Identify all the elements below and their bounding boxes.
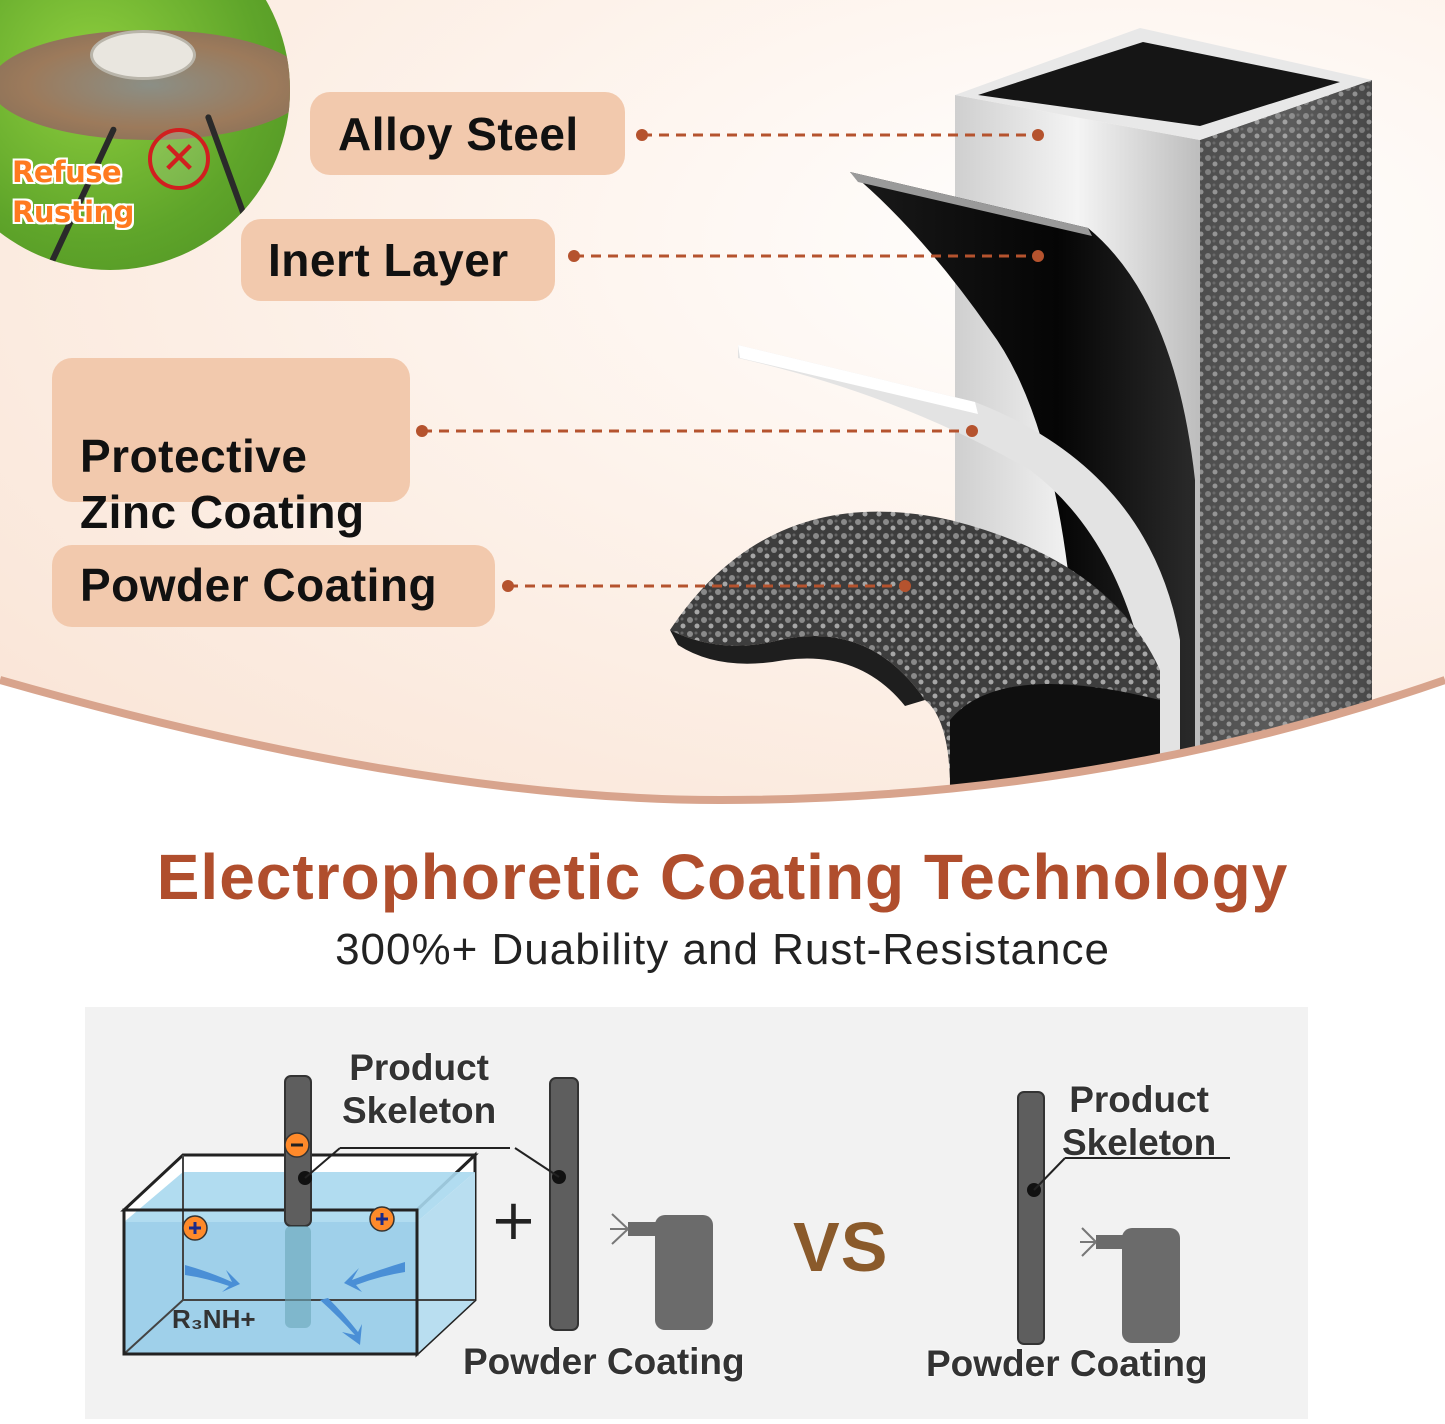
bird-bath [90, 30, 196, 80]
plus-sign: + [490, 1188, 537, 1253]
left-skeleton-label: Product Skeleton [342, 1047, 497, 1131]
layer-label-powder-coating: Powder Coating [52, 545, 495, 627]
layer-label-zinc-coating: Protective Zinc Coating [52, 358, 410, 538]
left-powder-coating-label: Powder Coating [463, 1341, 745, 1382]
layer-label-inert-layer: Inert Layer [241, 219, 555, 301]
plain-skeleton-rod [1017, 1091, 1045, 1345]
right-skeleton-label: Product Skeleton [1062, 1079, 1217, 1163]
skeleton-pointer [304, 1147, 341, 1179]
section-subheadline: 300%+ Duability and Rust-Resistance [335, 925, 1110, 974]
leader-lines [416, 129, 1044, 592]
layer-label-alloy-steel: Alloy Steel [310, 92, 625, 175]
layer-label-text: Protective Zinc Coating [80, 430, 365, 538]
layer-label-text: Alloy Steel [338, 108, 579, 160]
coated-post-illustration [0, 28, 1445, 805]
product-skeleton-rod-submerged [285, 1226, 311, 1328]
ion-label: R₃NH+ [172, 1304, 256, 1334]
ion-flow-arrows [185, 1262, 405, 1345]
layer-label-text: Powder Coating [80, 559, 438, 611]
layer-showcase: Refuse Rusting ✕ Alloy Steel Inert Layer… [0, 0, 1445, 810]
refuse-rusting-badge: Refuse Rusting [12, 155, 134, 229]
spray-gun-icon [1080, 1227, 1180, 1343]
positive-charge-icon [182, 1215, 208, 1241]
coated-skeleton-rod [549, 1077, 579, 1331]
section-headline: Electrophoretic Coating Technology [156, 841, 1289, 913]
spray-gun-icon [610, 1213, 713, 1330]
layer-label-text: Inert Layer [268, 234, 509, 286]
positive-charge-icon [369, 1206, 395, 1232]
skeleton-pointer [1033, 1157, 1066, 1191]
right-powder-coating-label: Powder Coating [926, 1343, 1208, 1384]
x-circle-icon: ✕ [148, 128, 210, 190]
vs-label: VS [793, 1208, 889, 1286]
